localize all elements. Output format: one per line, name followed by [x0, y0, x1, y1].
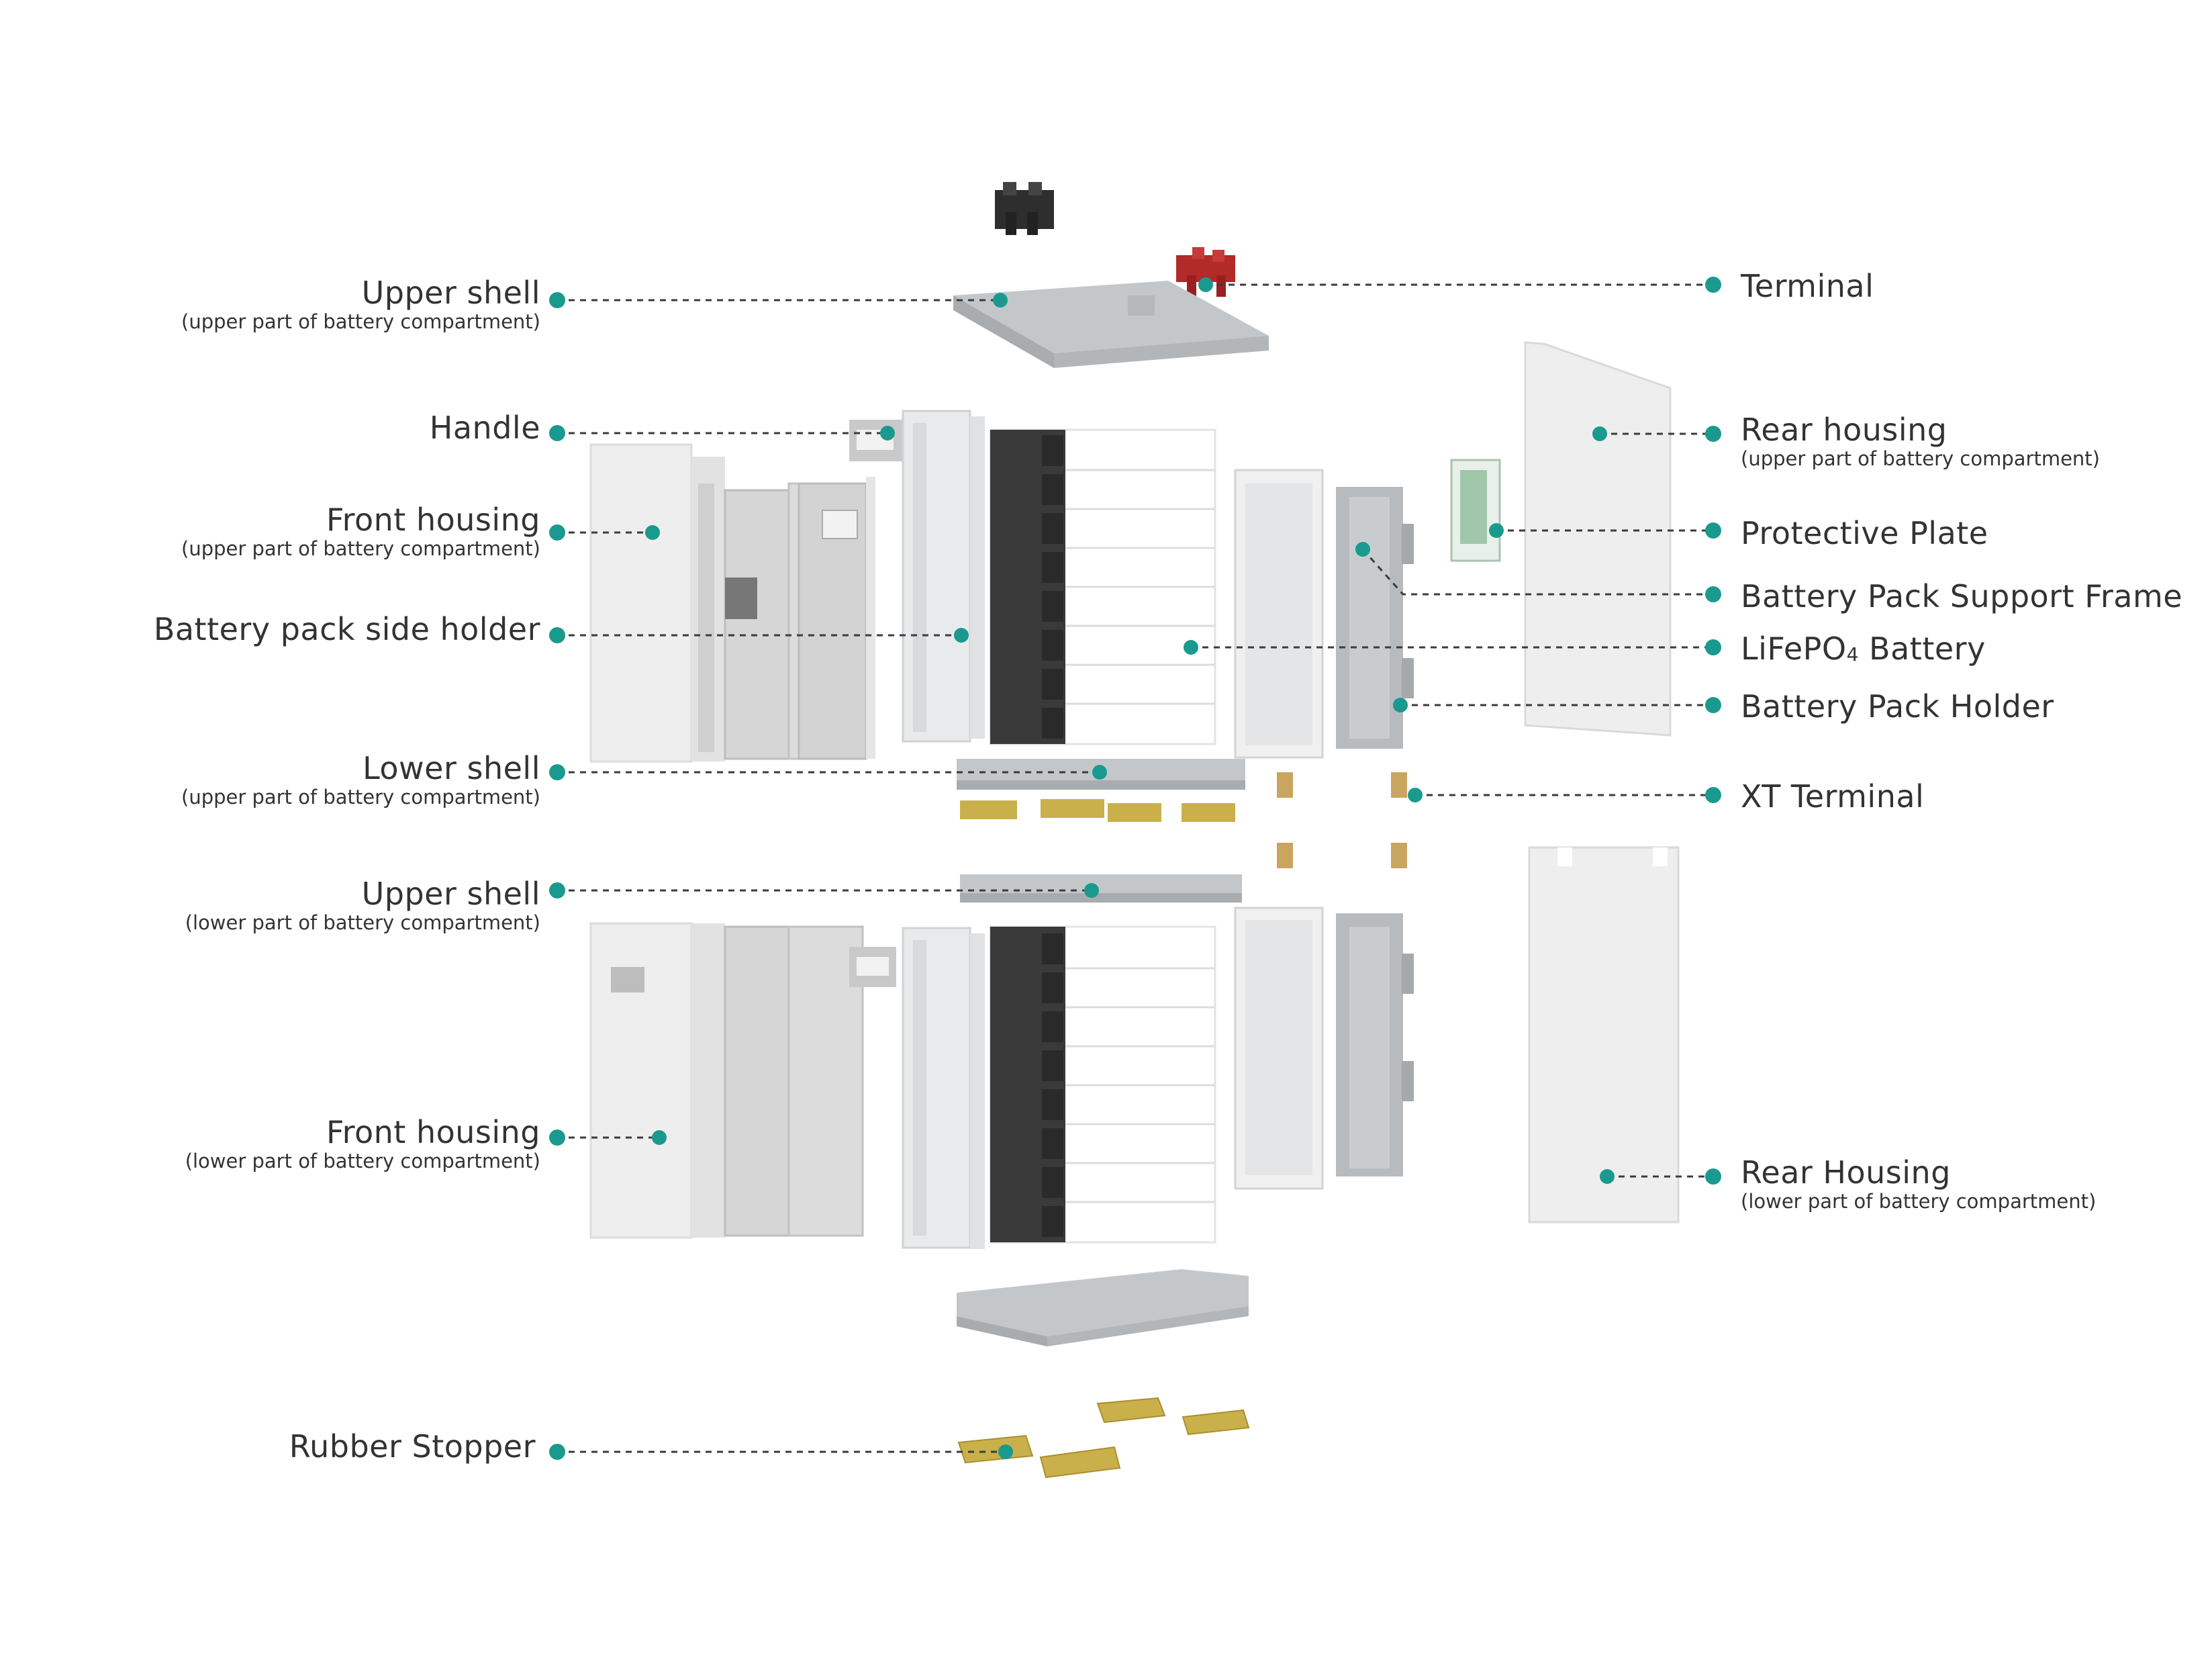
label-front-housing-upper: Front housing (upper part of battery com…	[181, 502, 540, 561]
dark-terminal-part	[995, 182, 1054, 235]
battery-pack-side-holder-lower-part	[902, 927, 985, 1249]
battery-pack-side-holder-upper-part	[902, 410, 985, 743]
rubber-stopper-parts	[957, 1397, 1250, 1479]
xt-terminal-parts	[1277, 772, 1407, 868]
protective-plate-part	[1450, 459, 1501, 562]
label-rubber-stopper: Rubber Stopper	[289, 1428, 536, 1465]
rear-housing-lower-part	[1528, 846, 1680, 1224]
label-battery-pack-holder: Battery Pack Holder	[1741, 688, 2054, 725]
label-lifepo4-battery: LiFePO4 Battery	[1741, 631, 1986, 667]
label-battery-pack-side-holder: Battery pack side holder	[153, 611, 540, 647]
rubber-strips-middle	[960, 799, 1235, 822]
upper-shell-upper-part	[953, 281, 1269, 368]
label-lower-shell-upper: Lower shell (upper part of battery compa…	[181, 750, 540, 809]
battery-pack-holder-lower-part	[1234, 907, 1324, 1190]
handle-upper-part	[849, 420, 903, 461]
battery-pack-support-frame-lower-part	[1336, 913, 1414, 1177]
bottom-base-part	[957, 1269, 1249, 1346]
front-housing-lower-part	[589, 922, 896, 1239]
lifepo4-battery-lower-stack	[989, 925, 1216, 1244]
battery-pack-support-frame-upper-part	[1336, 487, 1414, 749]
label-upper-shell-upper: Upper shell (upper part of battery compa…	[181, 275, 540, 334]
rear-housing-upper-part	[1524, 341, 1672, 737]
front-housing-upper-part	[589, 443, 875, 763]
label-protective-plate: Protective Plate	[1741, 515, 1988, 551]
label-front-housing-lower: Front housing (lower part of battery com…	[185, 1114, 540, 1173]
leader-dots	[549, 277, 1721, 1460]
lifepo4-battery-upper-stack	[989, 428, 1216, 745]
label-upper-shell-lower: Upper shell (lower part of battery compa…	[185, 876, 540, 935]
upper-shell-lower-part	[960, 874, 1242, 903]
label-xt-terminal: XT Terminal	[1741, 778, 1925, 815]
label-rear-housing-lower: Rear Housing (lower part of battery comp…	[1741, 1154, 2097, 1213]
leader-lines	[557, 283, 1712, 1453]
label-handle: Handle	[429, 410, 540, 446]
label-rear-housing-upper: Rear housing (upper part of battery comp…	[1741, 412, 2100, 471]
label-battery-pack-support-frame: Battery Pack Support Frame	[1741, 578, 2183, 614]
label-terminal: Terminal	[1741, 268, 1874, 304]
battery-pack-holder-upper-part	[1234, 469, 1324, 759]
